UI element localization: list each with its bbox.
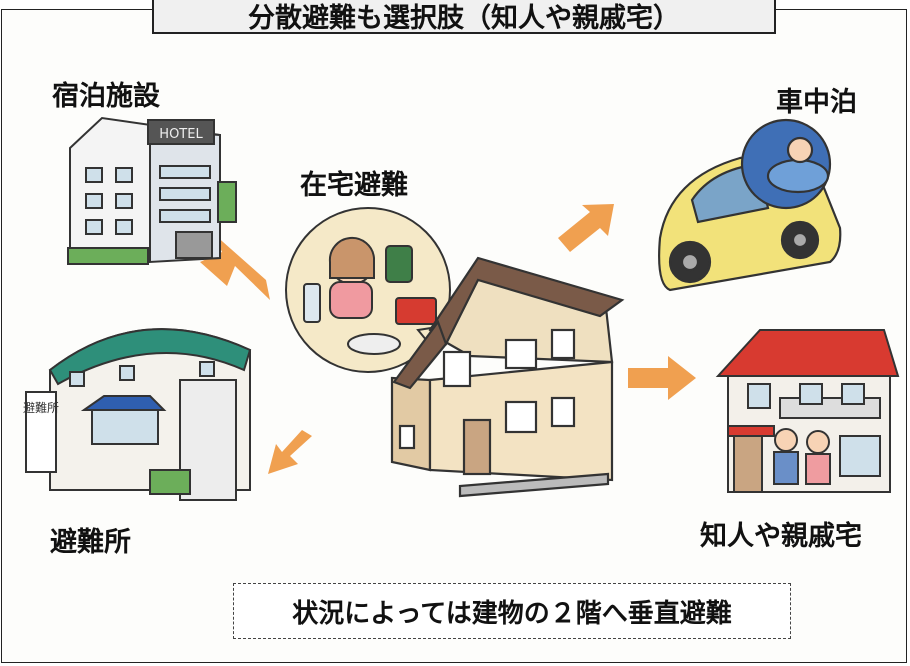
label-shelter: 避難所: [50, 527, 131, 558]
hotel-sign-text: HOTEL: [159, 127, 203, 142]
diagram-title: 分散避難も選択肢（知人や親戚宅）: [152, 0, 776, 34]
car-illustration: [658, 118, 842, 292]
label-hotel: 宿泊施設: [52, 81, 160, 112]
relatives-house: [715, 329, 900, 493]
label-car: 車中泊: [776, 87, 857, 118]
vertical-evacuation-note: 状況によっては建物の２階へ垂直避難: [233, 583, 791, 639]
label-home: 在宅避難: [300, 170, 408, 201]
arrow-to-shelter: [268, 430, 312, 474]
shelter-sign-text: 避難所: [23, 400, 59, 415]
home-thought-bubble: [285, 207, 474, 373]
hotel-building: [67, 116, 237, 265]
shelter-gymnasium: [25, 328, 252, 501]
label-relatives: 知人や親戚宅: [700, 521, 862, 552]
arrow-to-car: [558, 204, 614, 252]
arrow-to-hotel: [200, 234, 270, 300]
arrow-to-relatives: [628, 356, 696, 400]
main-house: [390, 256, 625, 498]
